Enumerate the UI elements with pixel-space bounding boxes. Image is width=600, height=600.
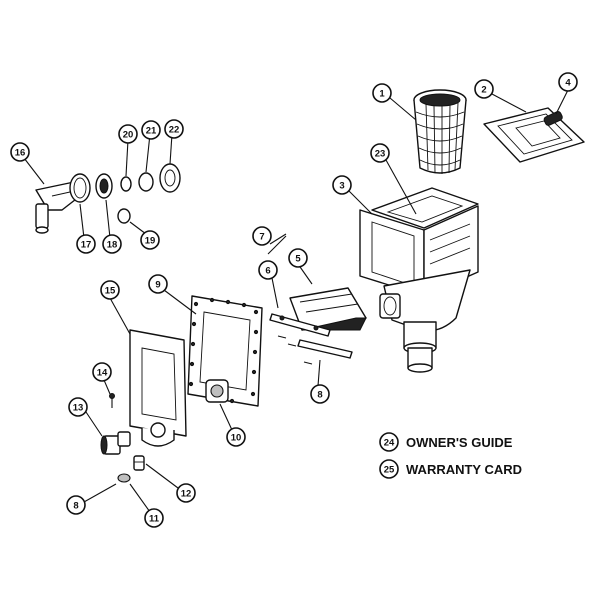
svg-text:23: 23: [375, 149, 386, 160]
svg-text:4: 4: [565, 78, 571, 89]
faceplate: [187, 295, 263, 407]
callout-2: 2: [474, 79, 494, 99]
threaded-ring: [95, 173, 113, 199]
svg-text:10: 10: [231, 433, 242, 444]
callout-4: 4: [558, 72, 578, 92]
callout-19: 19: [140, 230, 160, 250]
callout-11: 11: [144, 508, 164, 528]
legend-label-owners-guide: OWNER'S GUIDE: [406, 435, 513, 450]
callout-17: 17: [76, 234, 96, 254]
svg-text:3: 3: [339, 181, 344, 192]
svg-text:7: 7: [259, 232, 264, 243]
svg-text:20: 20: [123, 130, 134, 141]
plug-part: [117, 455, 145, 483]
svg-text:13: 13: [73, 403, 84, 414]
svg-text:2: 2: [481, 85, 486, 96]
svg-text:1: 1: [379, 89, 385, 100]
callout-14: 14: [92, 362, 112, 382]
port-cover: [205, 379, 229, 403]
svg-text:5: 5: [295, 254, 301, 265]
strainer-basket: [413, 89, 467, 174]
callout-6: 6: [258, 260, 278, 280]
callout-9: 9: [148, 274, 168, 294]
svg-text:22: 22: [169, 125, 180, 136]
callout-23: 23: [370, 143, 390, 163]
callout-5: 5: [288, 248, 308, 268]
callout-1: 1: [372, 83, 392, 103]
callout-15: 15: [100, 280, 120, 300]
legend-label-warranty-card: WARRANTY CARD: [406, 462, 522, 477]
small-screw: [109, 393, 115, 408]
o-ring: [117, 208, 131, 224]
callout-7: 7: [252, 226, 272, 246]
svg-text:8: 8: [73, 501, 78, 512]
svg-text:16: 16: [15, 148, 26, 159]
fitting-set: [120, 163, 181, 193]
svg-text:24: 24: [384, 438, 395, 449]
skimmer-lid: [483, 107, 585, 163]
svg-text:21: 21: [146, 126, 157, 137]
callout-16: 16: [10, 142, 30, 162]
legend-callout-24: 24: [379, 432, 399, 452]
svg-text:15: 15: [105, 286, 116, 297]
callout-3: 3: [332, 175, 352, 195]
gasket: [129, 329, 187, 447]
svg-text:25: 25: [384, 465, 395, 476]
callout-8-lower: 8: [66, 495, 86, 515]
weir-door: [289, 287, 367, 331]
svg-text:6: 6: [265, 266, 270, 277]
callout-22: 22: [164, 119, 184, 139]
svg-text:17: 17: [81, 240, 92, 251]
svg-text:12: 12: [181, 489, 192, 500]
callout-21: 21: [141, 120, 161, 140]
svg-text:8: 8: [317, 390, 322, 401]
weir-bracket: [269, 313, 353, 359]
skimmer-body: [359, 187, 479, 373]
equalizer-valve: [35, 173, 91, 234]
leader-lines: [23, 89, 569, 513]
callout-13: 13: [68, 397, 88, 417]
callout-18: 18: [102, 234, 122, 254]
weir-wire: [267, 235, 287, 255]
legend-callout-25: 25: [379, 459, 399, 479]
callout-12: 12: [176, 483, 196, 503]
svg-text:14: 14: [97, 368, 108, 379]
callout-10: 10: [226, 427, 246, 447]
svg-text:18: 18: [107, 240, 118, 251]
legend: 24 OWNER'S GUIDE 25 WARRANTY CARD: [379, 432, 522, 479]
callout-8-upper: 8: [310, 384, 330, 404]
weir-screws: [277, 335, 313, 365]
svg-text:19: 19: [145, 236, 156, 247]
lid-knob: [543, 111, 563, 126]
callout-20: 20: [118, 124, 138, 144]
svg-text:9: 9: [155, 280, 160, 291]
svg-text:11: 11: [149, 514, 160, 525]
hose-adapter: [100, 431, 131, 455]
